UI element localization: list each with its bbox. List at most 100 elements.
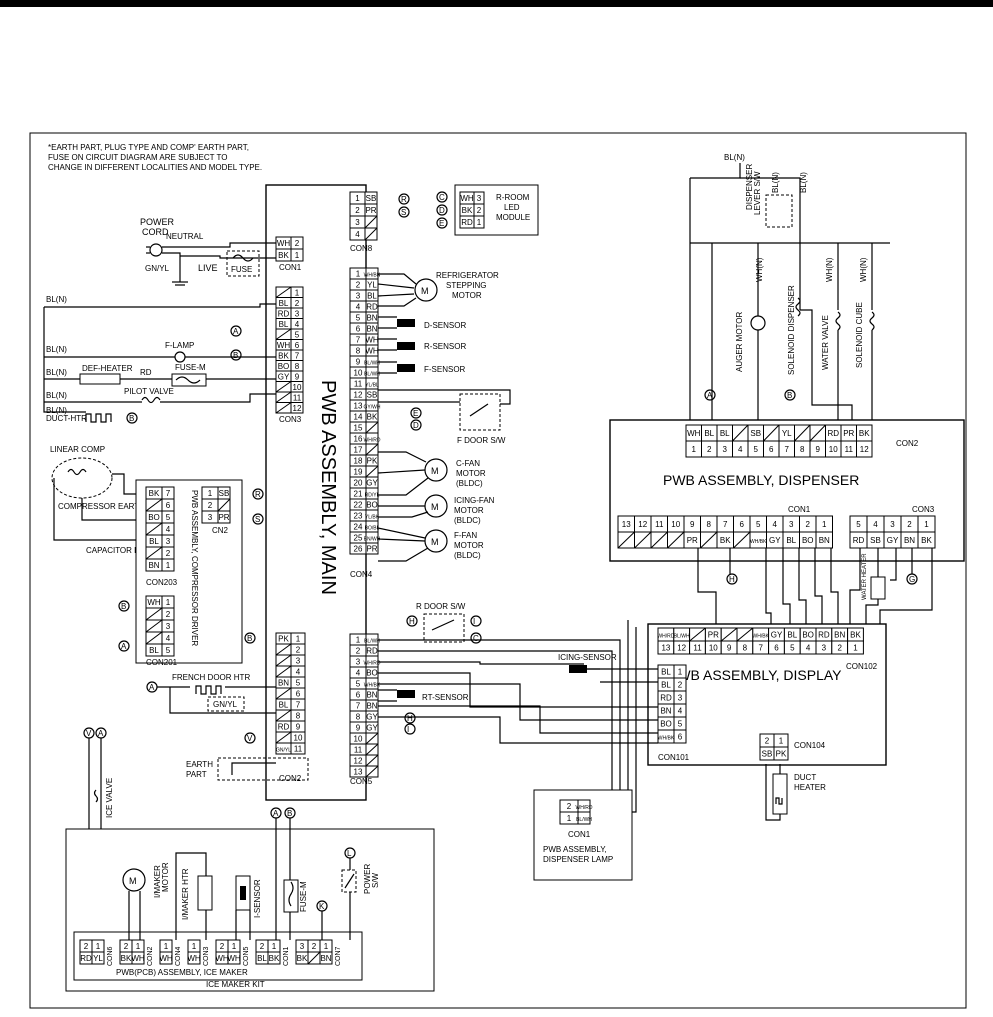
con102-connector-col-3-c: RD <box>818 631 830 640</box>
con1-connector-pin-1-num: 1 <box>295 251 300 260</box>
disp-con2-connector-col-3-c: BL <box>720 429 730 438</box>
con4-connector-pin-4-num: 4 <box>356 303 361 312</box>
water-heater-label: WATER HEATER <box>862 553 868 600</box>
con3-connector-pin-4-num: 4 <box>295 320 300 329</box>
con3-connector-pin-12-num: 12 <box>293 404 302 413</box>
disp-con1-connector-col-3-c: BL <box>786 536 796 545</box>
marker-a-con3: A <box>233 327 239 336</box>
i-sensor-icon <box>240 886 246 900</box>
con102-connector-col-1-c: BK <box>850 631 861 640</box>
marker-a-ice: A <box>98 729 104 738</box>
con8-label: CON8 <box>350 244 373 253</box>
con2-connector-pin-11-num: 11 <box>294 745 303 754</box>
con102-connector-col-12-c: BL/WH <box>674 634 690 640</box>
con4-connector-pin-9-color: BL/WH <box>364 361 380 367</box>
con5-connector-pin-3-color: WH/RD <box>364 661 381 667</box>
disp-con3-connector-col-1-c: BK <box>921 536 932 545</box>
marker-a-con201: A <box>121 642 127 651</box>
con201-connector-pin-5-num: 5 <box>166 646 171 655</box>
disp-con1-connector-col-8-n: 8 <box>707 520 712 529</box>
con203-connector-pin-4-num: 4 <box>166 525 171 534</box>
disp-con1-connector-col-7-c: BK <box>720 536 731 545</box>
disp-con2-connector-col-9-n: 9 <box>816 445 821 454</box>
cn2-connector-pin-3-num: 3 <box>208 513 213 522</box>
ice-CON7-pin-3-color: BK <box>297 954 308 963</box>
ice-CON3-pin-1-num: 1 <box>192 942 197 951</box>
led-connector-pin-3-color: WH <box>460 194 474 203</box>
water-wh-label: WH(N) <box>825 257 834 282</box>
con203-connector-pin-2-num: 2 <box>166 549 171 558</box>
disp-con2-connector-col-12-c: BK <box>859 429 870 438</box>
con102-connector-col-5-n: 5 <box>790 644 795 653</box>
con2-connector-pin-5-color: BN <box>278 679 289 688</box>
con3-connector-pin-9-num: 9 <box>295 372 300 381</box>
con203-connector-pin-1-color: BN <box>148 561 159 570</box>
con4-connector-pin-6-color: BN <box>366 325 377 334</box>
marker-a-french: A <box>149 683 155 692</box>
con4-connector-pin-17-num: 17 <box>354 446 363 455</box>
dispenser-bln-label: BL(N) <box>724 153 745 162</box>
disp-con2-label: CON2 <box>896 439 919 448</box>
con3-connector-pin-2-num: 2 <box>295 299 300 308</box>
con3-connector-pin-4-color: BL <box>279 320 289 329</box>
con2-connector-pin-7-num: 7 <box>296 701 301 710</box>
disp-con2-connector-col-6-n: 6 <box>769 445 774 454</box>
con102-connector-col-2-n: 2 <box>837 644 842 653</box>
f-lamp-label: F-LAMP <box>165 341 194 350</box>
lamp-connector-pin-1-color: BL/WH <box>576 817 592 823</box>
con101-connector-pin-2-color: BL <box>661 681 671 690</box>
disp-con2-connector-col-10-c: RD <box>827 429 839 438</box>
con102-connector-col-5-c: BL <box>787 631 797 640</box>
power-cord-label-2: CORD <box>142 227 169 237</box>
con3-connector-pin-5-num: 5 <box>295 330 300 339</box>
marker-c-led: C <box>439 193 445 202</box>
lamp-con-label: CON1 <box>568 830 591 839</box>
con2-connector-pin-9-num: 9 <box>296 723 301 732</box>
r-door-switch-icon <box>423 613 465 643</box>
marker-c-rdoor: C <box>473 634 479 643</box>
con4-connector-pin-23-num: 23 <box>354 512 363 521</box>
fuse-icon <box>232 254 254 262</box>
con203-connector-pin-7-num: 7 <box>166 489 171 498</box>
con201-connector-pin-5-color: BL <box>149 646 159 655</box>
con102-connector-col-7-c: WH/BK <box>753 634 770 640</box>
disp-con3-connector-col-3-n: 3 <box>890 520 895 529</box>
con102-connector-col-10-n: 10 <box>709 644 718 653</box>
live-label: LIVE <box>198 263 218 273</box>
disp-con2-connector-col-2-c: BL <box>704 429 714 438</box>
ref-step-label-1: REFRIGERATOR <box>436 271 499 280</box>
ice-CON2-pin-2-num: 2 <box>124 942 129 951</box>
cn2-connector-pin-1-num: 1 <box>208 489 213 498</box>
disp-con1-connector-col-2-c: BO <box>802 536 814 545</box>
con102-label: CON102 <box>846 662 878 671</box>
con4-connector-pin-16-num: 16 <box>354 435 363 444</box>
ice-CON5-pin-2-color: WH <box>215 954 229 963</box>
fuse-label: FUSE <box>231 265 252 274</box>
disp-con3-connector-col-4-c: SB <box>870 536 881 545</box>
con102-connector-col-4-c: BO <box>802 631 814 640</box>
f-fan-m: M <box>431 537 439 547</box>
cn2-connector-pin-3-color: PR <box>218 513 229 522</box>
disp-con1-connector-col-3-n: 3 <box>789 520 794 529</box>
f-fan-label-3: (BLDC) <box>454 551 481 560</box>
c-fan-label-2: MOTOR <box>456 469 486 478</box>
f-fan-label-1: F-FAN <box>454 531 477 540</box>
capacitor-label: CAPACITOR PART <box>86 546 155 555</box>
disp-con1-connector-col-2-n: 2 <box>806 520 811 529</box>
disp-con2-connector-col-11-n: 11 <box>845 445 854 454</box>
con8-connector-pin-2-num: 2 <box>355 206 360 215</box>
ice-con4-label: CON4 <box>175 946 182 966</box>
con3-connector-pin-3-num: 3 <box>295 309 300 318</box>
con1-connector-pin-2-num: 2 <box>295 239 300 248</box>
con5-connector-pin-5-num: 5 <box>356 680 361 689</box>
disp-con1-connector-col-11-n: 11 <box>655 520 664 529</box>
earth-part-label-2: PART <box>186 770 207 779</box>
disp-con1-connector-col-5-n: 5 <box>756 520 761 529</box>
disp-con3-connector-col-4-n: 4 <box>873 520 878 529</box>
